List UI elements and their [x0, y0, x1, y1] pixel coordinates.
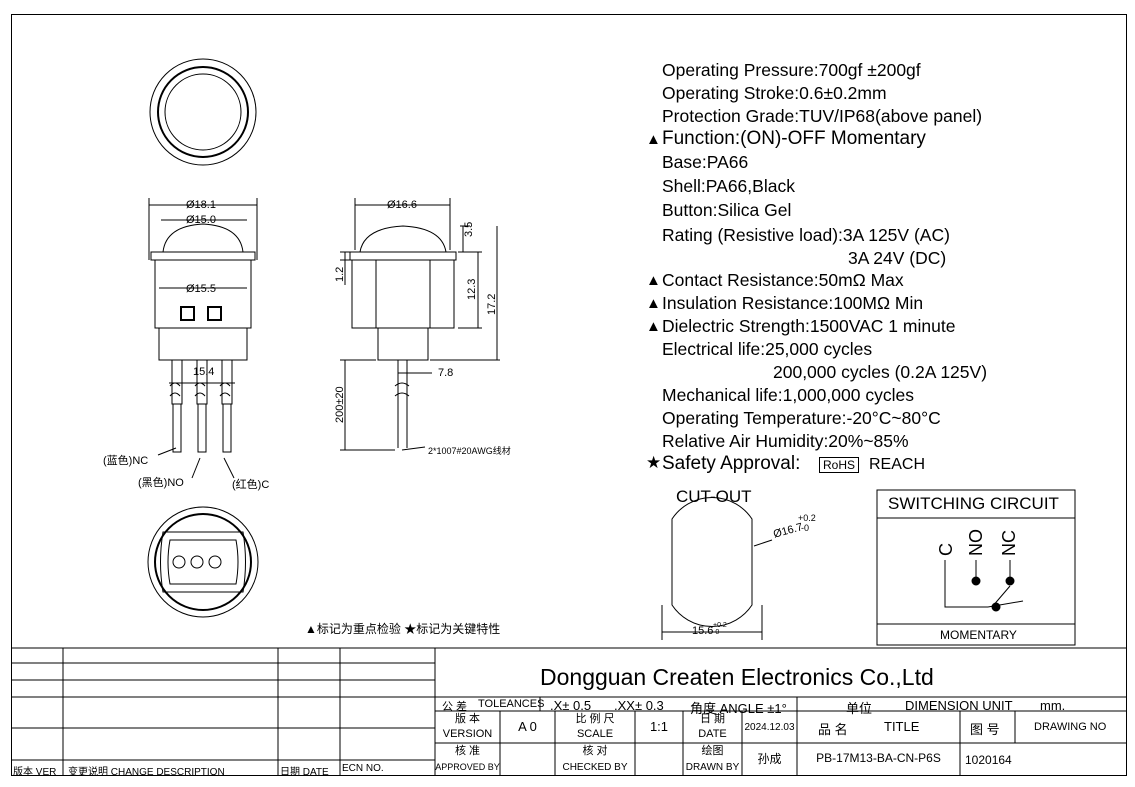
rev-ecn-header: ECN NO. [342, 763, 384, 774]
rev-version-header: 版本 VER [13, 767, 57, 778]
circuit-c-label: C [936, 543, 956, 556]
company-name: Dongguan Createn Electronics Co.,Ltd [540, 664, 934, 690]
dim-h123: 12.3 [466, 278, 478, 300]
scale-en: SCALE [576, 728, 614, 740]
cutout-view [661, 497, 773, 640]
title-block-lines [11, 647, 1127, 776]
date-en: DATE [698, 728, 727, 740]
spec-rating-dc: 3A 24V (DC) [848, 248, 947, 268]
approved-cn: 核 准 [454, 745, 481, 757]
dim-h172: 17.2 [486, 293, 498, 315]
lead-nc-label: (蓝色)NC [103, 455, 149, 467]
unit-en: DIMENSION UNIT [905, 698, 1013, 713]
drawn-value: 孙成 [757, 752, 782, 766]
circuit-caption: MOMENTARY [940, 628, 1017, 642]
dim-d155: Ø15.5 [186, 283, 216, 295]
legend-note: ▲标记为重点检验 ★标记为关键特性 [305, 622, 501, 636]
reach-label: REACH [869, 456, 926, 473]
cutout-width-tol-lower: -0 [713, 629, 720, 636]
cutout-dia-tol: +0.2 [798, 513, 816, 523]
spec-dielectric-strength: Dielectric Strength:1500VAC 1 minute [662, 316, 956, 336]
drawing-number: 1020164 [965, 753, 1012, 767]
spec-safety-approval: Safety Approval: [662, 453, 801, 474]
side-view [340, 198, 500, 451]
version-value: A 0 [518, 719, 537, 734]
cutout-title: CUT-OUT [676, 487, 752, 506]
dim-w78: 7.8 [438, 367, 454, 379]
approved-en: APPROVED BY [435, 762, 500, 772]
spec-base: Base:PA66 [662, 152, 749, 172]
unit-cn: 单位 [846, 701, 873, 716]
spec-rating: Rating (Resistive load):3A 125V (AC) [662, 225, 950, 245]
checked-en: CHECKED BY [562, 762, 628, 773]
triangle-mark: ▲ [646, 131, 661, 148]
dim-d181: Ø18.1 [186, 199, 216, 211]
spec-mechanical-life: Mechanical life:1,000,000 cycles [662, 385, 914, 405]
date-value: 2024.12.03 [744, 722, 795, 733]
scale-value: 1:1 [649, 719, 669, 734]
circuit-title: SWITCHING CIRCUIT [888, 494, 1059, 513]
rev-date-header: 日期 DATE [280, 767, 329, 778]
dim-lead: 200±20 [334, 386, 346, 423]
spec-operating-pressure: Operating Pressure:700gf ±200gf [662, 60, 921, 80]
drawing-no-en: DRAWING NO [1034, 721, 1107, 733]
tolerance-en: TOLEANCES [478, 698, 545, 710]
tolerance-x: .X± 0.5 [550, 698, 592, 713]
spec-insulation-resistance: Insulation Resistance:100MΩ Min [662, 293, 924, 313]
part-number: PB-17M13-BA-CN-P6S [816, 751, 941, 765]
tolerance-cn: 公 差 [442, 701, 468, 713]
bottom-view [147, 506, 259, 618]
spec-electrical-life: Electrical life:25,000 cycles [662, 339, 873, 359]
version-en: VERSION [442, 728, 493, 740]
lead-c-label: (红色)C [232, 479, 270, 491]
dim-pitch: 15.4 [193, 366, 215, 378]
triangle-mark: ▲ [646, 318, 661, 335]
spec-operating-temperature: Operating Temperature:-20°C~80°C [662, 408, 941, 428]
triangle-mark: ▲ [646, 272, 661, 289]
dim-h12: 1.2 [334, 266, 346, 282]
dim-h35: 3.5 [463, 221, 475, 237]
spec-relative-humidity: Relative Air Humidity:20%~85% [662, 431, 909, 451]
front-view [148, 198, 258, 479]
spec-shell: Shell:PA66,Black [662, 176, 795, 196]
cutout-width: 15.6 [692, 625, 714, 637]
spec-operating-stroke: Operating Stroke:0.6±0.2mm [662, 83, 887, 103]
checked-cn: 核 对 [582, 745, 608, 757]
rohs-badge: RoHS [819, 457, 860, 473]
title-en: TITLE [884, 719, 920, 734]
date-cn: 日 期 [699, 713, 726, 725]
unit-value: mm. [1040, 698, 1066, 713]
spec-protection-grade: Protection Grade:TUV/IP68(above panel) [662, 106, 983, 126]
drawing-no-cn: 图 号 [970, 722, 1000, 737]
circuit-nc-label: NC [999, 530, 1019, 556]
spec-function: Function:(ON)-OFF Momentary [662, 128, 926, 149]
triangle-mark: ▲ [646, 295, 661, 312]
version-cn: 版 本 [454, 713, 481, 725]
drawn-cn: 绘图 [701, 745, 724, 757]
title-cn: 品 名 [818, 722, 848, 737]
spec-button: Button:Silica Gel [662, 200, 792, 220]
star-mark: ★ [646, 453, 662, 472]
drawn-en: DRAWN BY [685, 762, 740, 773]
switching-circuit [876, 489, 1076, 646]
circuit-no-label: NO [966, 529, 986, 556]
top-view [149, 58, 257, 166]
spec-contact-resistance: Contact Resistance:50mΩ Max [662, 270, 904, 290]
drawing-frame [11, 14, 1127, 776]
cutout-width-tol: +0.2 [713, 622, 727, 629]
dim-d150: Ø15.0 [186, 214, 216, 226]
scale-cn: 比 例 尺 [575, 713, 615, 725]
lead-no-label: (黑色)NO [138, 477, 184, 489]
wire-spec: 2*1007#20AWG线材 [428, 446, 511, 456]
dim-d166: Ø16.6 [387, 199, 417, 211]
cutout-dia-tol-lower: -0 [801, 523, 810, 533]
rev-description-header: 变更说明 CHANGE DESCRIPTION [68, 767, 225, 778]
tolerance-xx: .XX± 0.3 [614, 698, 664, 713]
angle-tolerance: 角度 ANGLE ±1° [690, 701, 787, 716]
spec-electrical-life-2: 200,000 cycles (0.2A 125V) [773, 362, 988, 382]
